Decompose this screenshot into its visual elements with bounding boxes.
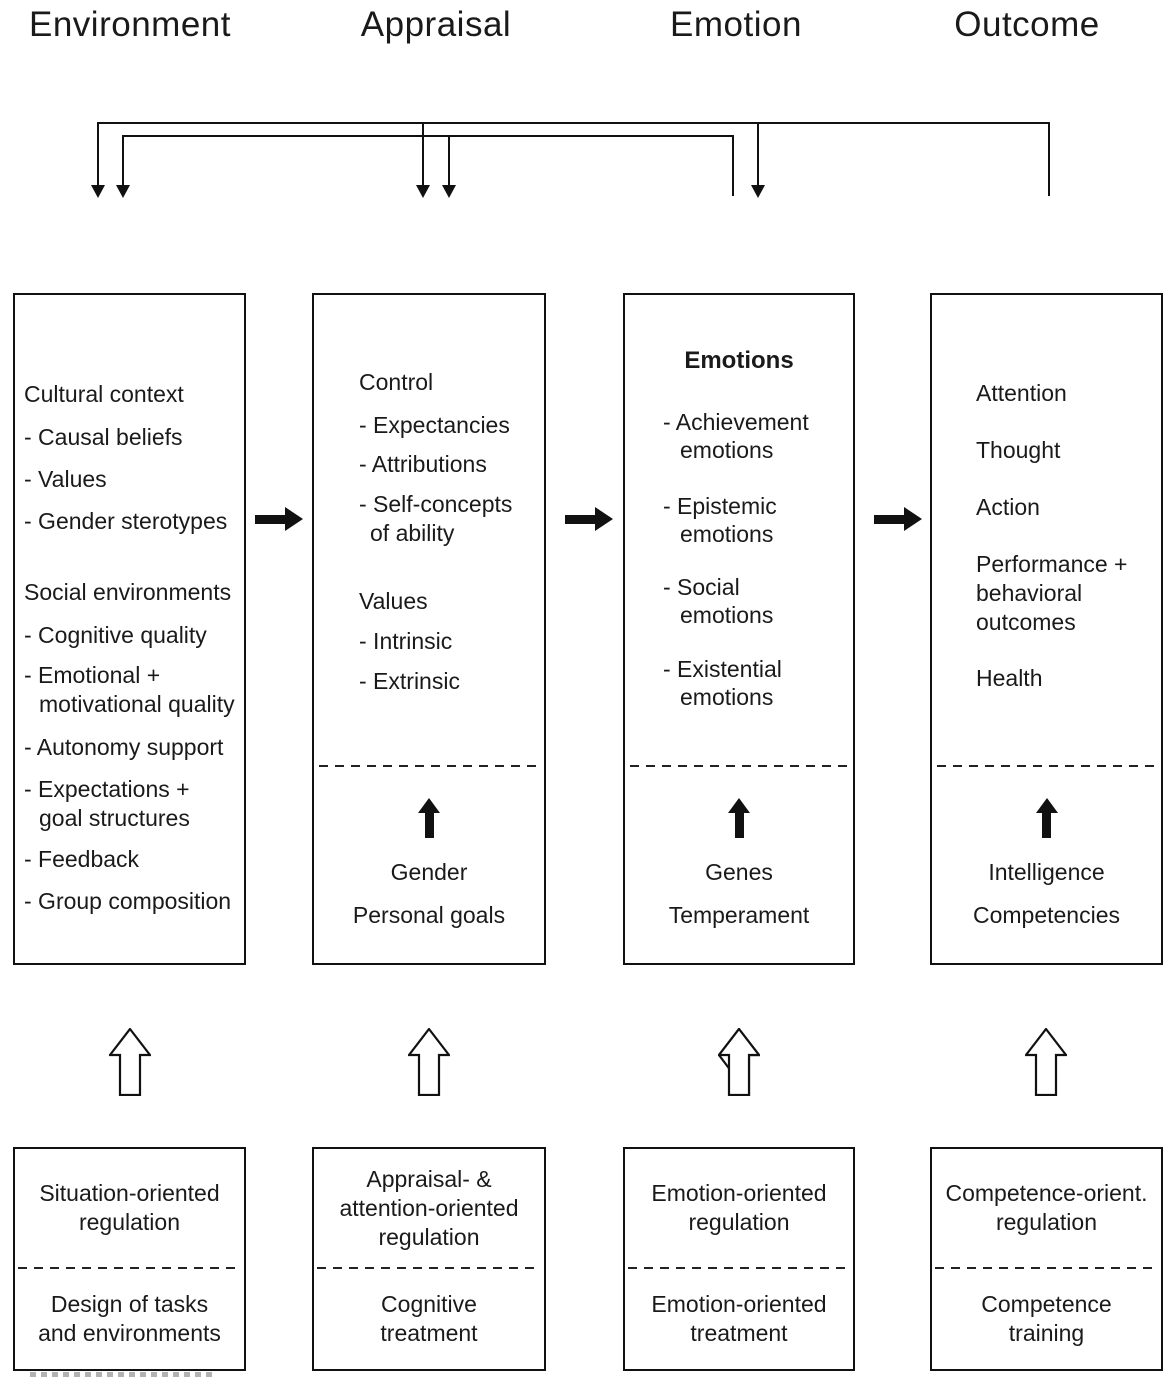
environment-box: Cultural context - Causal beliefs - Valu… [13, 293, 246, 965]
feedback-source-line-emotion [732, 135, 734, 196]
antecedent-divider-dashed [630, 765, 848, 767]
box-line: - Gender sterotypes [24, 508, 228, 534]
up-arrow-hollow-icon [109, 1028, 151, 1096]
column-header-emotion: Emotion [670, 5, 802, 44]
box-line: emotions [680, 437, 774, 463]
box-line: outcomes [976, 609, 1076, 635]
flow-arrow-right-icon [565, 507, 613, 531]
box-line: - Causal beliefs [24, 424, 183, 450]
feedback-line-outer [98, 122, 1050, 124]
up-arrow-solid-icon [418, 798, 440, 838]
box-line: - Attributions [359, 451, 487, 477]
regulation-divider-dashed [317, 1267, 541, 1269]
feedback-arrow-to-appraisal [416, 122, 430, 198]
box-line: - Achievement [663, 409, 809, 435]
box-line: - Self-concepts [359, 491, 513, 517]
regulation-label: Emotion-oriented regulation [651, 1180, 827, 1235]
antecedent-label: Personal goals [352, 902, 506, 928]
regulation-divider-dashed [18, 1267, 241, 1269]
down-arrowhead-icon [91, 185, 105, 198]
box-line: Health [976, 665, 1043, 691]
box-line: - Social [663, 574, 740, 600]
flow-arrow-right-icon [255, 507, 303, 531]
feedback-line-inner [123, 135, 734, 137]
box-line: - Epistemic [663, 493, 777, 519]
feedback-arrow-to-emotion [751, 122, 765, 198]
antecedent-divider-dashed [937, 765, 1156, 767]
up-arrow-hollow-icon [718, 1028, 760, 1096]
regulation-divider-dashed [935, 1267, 1158, 1269]
down-arrowhead-icon [442, 185, 456, 198]
box-line: Control [359, 369, 434, 395]
treatment-label: Design of tasks and environments [38, 1291, 221, 1346]
box-line: - Emotional + [24, 662, 161, 688]
box-line: - Values [24, 466, 107, 492]
treatment-label: Competence training [981, 1291, 1112, 1346]
feedback-arrow-to-environment [91, 122, 105, 198]
box-line: of ability [370, 520, 455, 546]
up-arrow-hollow-icon [408, 1028, 450, 1096]
antecedent-label: Competencies [972, 902, 1121, 928]
regulation-label: Situation-oriented regulation [39, 1180, 220, 1235]
regulation-box-emotion: Emotion-oriented regulation Emotion-orie… [623, 1147, 855, 1371]
box-line: Social environments [24, 579, 232, 605]
box-line: - Autonomy support [24, 734, 224, 760]
box-line: - Feedback [24, 846, 140, 872]
emotion-box: Emotions - Achievement emotions - Episte… [623, 293, 855, 965]
antecedent-label: Temperament [668, 902, 810, 928]
box-line: Cultural context [24, 381, 184, 407]
box-line: emotions [680, 602, 774, 628]
box-line: - Intrinsic [359, 628, 453, 654]
regulation-label: Competence-orient. regulation [945, 1180, 1148, 1235]
flow-arrow-right-icon [874, 507, 922, 531]
box-line: - Existential [663, 656, 782, 682]
regulation-label: Appraisal- & attention-oriented regulati… [339, 1165, 519, 1250]
box-line: behavioral [976, 580, 1083, 606]
up-arrow-solid-icon [1035, 798, 1058, 838]
box-line: - Group composition [24, 888, 232, 914]
treatment-label: Cognitive treatment [380, 1291, 478, 1346]
column-header-environment: Environment [29, 5, 231, 44]
regulation-box-situation: Situation-oriented regulation Design of … [13, 1147, 246, 1371]
cropped-caption-artifact [30, 1372, 215, 1377]
box-line: emotions [680, 684, 774, 710]
box-line: - Extrinsic [359, 668, 460, 694]
treatment-label: Emotion-oriented treatment [651, 1291, 827, 1346]
antecedent-label: Gender [390, 859, 468, 885]
regulation-box-competence: Competence-orient. regulation Competence… [930, 1147, 1163, 1371]
appraisal-box: Control - Expectancies - Attributions - … [312, 293, 546, 965]
box-line: Attention [976, 380, 1067, 406]
regulation-divider-dashed [628, 1267, 850, 1269]
outcome-box: Attention Thought Action Performance + b… [930, 293, 1163, 965]
box-title: Emotions [684, 347, 794, 374]
down-arrowhead-icon [116, 185, 130, 198]
column-header-appraisal: Appraisal [360, 5, 512, 44]
up-arrow-hollow-icon [1025, 1028, 1067, 1096]
antecedent-divider-dashed [319, 765, 539, 767]
box-line: Values [359, 588, 428, 614]
down-arrowhead-icon [751, 185, 765, 198]
box-line: emotions [680, 521, 774, 547]
up-arrow-solid-icon [728, 798, 750, 838]
feedback-arrow-to-appraisal-inner [442, 135, 456, 198]
antecedent-label: Intelligence [988, 859, 1105, 885]
box-line: Thought [976, 437, 1061, 463]
box-line: - Cognitive quality [24, 622, 207, 648]
box-line: Action [976, 494, 1040, 520]
box-line: Performance + [976, 551, 1128, 577]
feedback-arrow-to-environment-inner [116, 135, 130, 198]
box-line: - Expectations + [24, 776, 190, 802]
feedback-source-line-outcome [1048, 122, 1050, 196]
column-header-outcome: Outcome [954, 5, 1100, 44]
regulation-box-appraisal: Appraisal- & attention-oriented regulati… [312, 1147, 546, 1371]
down-arrowhead-icon [416, 185, 430, 198]
box-line: - Expectancies [359, 412, 510, 438]
antecedent-label: Genes [705, 859, 773, 885]
box-line: motivational quality [39, 691, 235, 717]
box-line: goal structures [39, 805, 190, 831]
